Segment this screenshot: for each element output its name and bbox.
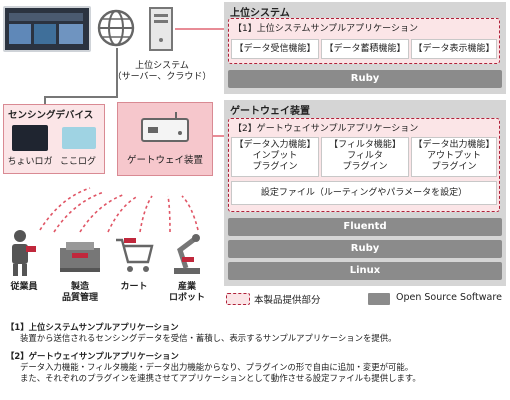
gateway-app-label: 【2】ゲートウェイサンプルアプリケーション: [233, 124, 419, 134]
server-label: 上位システム （サーバー、クラウド）: [112, 61, 212, 82]
upper-system-panel: 上位システム 【1】上位システムサンプルアプリケーション 【データ受信機能】 【…: [224, 2, 506, 94]
gateway-panel: ゲートウェイ装置 【2】ゲートウェイサンプルアプリケーション 【データ入力機能】…: [224, 100, 506, 286]
plugin-input: 【データ入力機能】 インプット プラグイン: [231, 137, 319, 177]
server-icon: [149, 7, 173, 51]
note-1-body: 装置から送信されるセンシングデータを受信・蓄積し、表示するサンプルアプリケーショ…: [20, 333, 397, 343]
legend-product-label: 本製品提供部分: [254, 295, 321, 306]
plugin-filter: 【フィルタ機能】 フィルタ プラグイン: [321, 137, 409, 177]
stack-ruby: Ruby: [228, 240, 502, 258]
cart-icon: [116, 238, 154, 272]
field-label-manufacturing: 製造品質管理: [61, 282, 98, 303]
manufacturing-machine-icon: [60, 242, 100, 272]
upper-app-box: 【1】上位システムサンプルアプリケーション 【データ受信機能】 【データ蓄積機能…: [228, 18, 500, 64]
config-file-box: 設定ファイル（ルーティングやパラメータを設定）: [231, 181, 497, 205]
gateway-device-label: ゲートウェイ装置: [126, 155, 203, 166]
note-2-body-2: また、それぞれのプラグインを連携させてアプリケーションとして動作させる設定ファイ…: [20, 373, 421, 383]
wireless-signal-icon: [39, 187, 199, 233]
upper-function-receive: 【データ受信機能】: [231, 39, 319, 59]
upper-runtime-ruby: Ruby: [228, 70, 502, 88]
device-label-kokolog: ここログ: [59, 157, 96, 167]
globe-icon: [97, 9, 135, 47]
kokolog-device-icon: [62, 127, 96, 149]
gateway-device-icon: [141, 112, 189, 142]
notes: 【1】上位システムサンプルアプリケーション 装置から送信されるセンシングデータを…: [6, 322, 506, 384]
field-label-robot: 産業ロボット: [168, 282, 205, 303]
gateway-title: ゲートウェイ装置: [230, 106, 310, 117]
sensing-title: センシングデバイス: [8, 110, 94, 121]
upper-function-store: 【データ蓄積機能】: [321, 39, 409, 59]
field-label-cart: カート: [120, 282, 148, 292]
stack-linux: Linux: [228, 262, 502, 280]
note-2-body-1: データ入力機能・フィルタ機能・データ出力機能からなり、プラグインの形で自由に追加…: [20, 362, 414, 372]
choilog-device-icon: [12, 125, 48, 151]
upper-system-title: 上位システム: [230, 8, 290, 19]
field-label-worker: 従業員: [10, 282, 38, 292]
worker-icon: [12, 230, 36, 276]
device-label-choilog: ちょいロガ: [7, 157, 53, 167]
stack-fluentd: Fluentd: [228, 218, 502, 236]
gateway-app-box: 【2】ゲートウェイサンプルアプリケーション 【データ入力機能】 インプット プラ…: [228, 118, 500, 212]
legend-oss-label: Open Source Software: [396, 292, 502, 303]
gateway-device-box: ゲートウェイ装置: [117, 102, 213, 176]
upper-function-display: 【データ表示機能】: [411, 39, 497, 59]
note-1-heading: 【1】上位システムサンプルアプリケーション: [6, 322, 179, 332]
note-2-heading: 【2】ゲートウェイサンプルアプリケーション: [6, 351, 179, 361]
upper-app-label: 【1】上位システムサンプルアプリケーション: [233, 24, 419, 34]
dashboard-monitor-icon: [3, 6, 91, 52]
legend-product-swatch: [226, 293, 250, 305]
legend-oss-swatch: [368, 293, 390, 305]
plugin-output: 【データ出力機能】 アウトプット プラグイン: [411, 137, 497, 177]
sensing-devices-box: センシングデバイス ちょいロガ ここログ: [3, 104, 105, 174]
industrial-robot-icon: [174, 234, 200, 274]
